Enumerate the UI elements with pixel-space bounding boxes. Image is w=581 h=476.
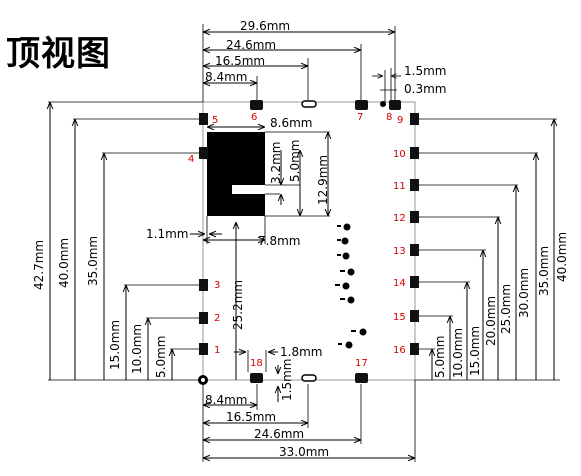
bottom-pads bbox=[198, 373, 368, 385]
dim-12-9: 12.9mm bbox=[316, 155, 330, 205]
dim-40-0-left: 40.0mm bbox=[57, 238, 71, 288]
pin-label-16: 16 bbox=[393, 345, 406, 356]
dim-15-0-left: 15.0mm bbox=[108, 320, 122, 370]
pad-13 bbox=[410, 244, 419, 256]
dim-1-8: 1.8mm bbox=[280, 345, 322, 359]
pad-5 bbox=[199, 113, 208, 125]
right-pads bbox=[410, 113, 419, 355]
pad-16 bbox=[410, 343, 419, 355]
pad-6 bbox=[250, 100, 263, 110]
dim-40-0-right: 40.0mm bbox=[555, 232, 569, 282]
pin-label-9: 9 bbox=[397, 115, 403, 126]
pad-1 bbox=[199, 343, 208, 355]
dim-8-4-top: 8.4mm bbox=[205, 70, 247, 84]
dim-29-6: 29.6mm bbox=[240, 19, 290, 33]
dim-7-8: 7.8mm bbox=[258, 234, 300, 248]
pin-label-14: 14 bbox=[393, 278, 406, 289]
pin-labels: 1 2 3 4 5 6 7 8 9 10 11 12 13 14 15 16 1… bbox=[188, 112, 406, 369]
pin-label-3: 3 bbox=[214, 280, 220, 291]
dim-25-2: 25.2mm bbox=[231, 280, 245, 330]
pin-label-13: 13 bbox=[393, 246, 406, 257]
dim-25-2-group: 25.2mm bbox=[231, 222, 245, 380]
pin-label-6: 6 bbox=[251, 112, 257, 123]
pad-9 bbox=[410, 113, 419, 125]
dim-1-5-top: 1.5mm bbox=[404, 64, 446, 78]
pin-label-17: 17 bbox=[355, 358, 368, 369]
pad-7 bbox=[355, 100, 368, 110]
onboard-components bbox=[335, 223, 367, 349]
left-dimensions: 42.7mm 40.0mm 35.0mm 15.0mm 10.0mm 5.0mm bbox=[32, 102, 172, 380]
dim-16-5-bottom: 16.5mm bbox=[226, 410, 276, 424]
dim-15-0-right: 15.0mm bbox=[468, 326, 482, 376]
pad-10 bbox=[410, 147, 419, 159]
top-pads bbox=[250, 100, 401, 110]
dim-5-0-right: 5.0mm bbox=[433, 336, 447, 378]
dim-1-1: 1.1mm bbox=[146, 227, 188, 241]
dim-1-5-bottom: 1.5mm bbox=[280, 359, 294, 401]
pad-4 bbox=[199, 147, 208, 159]
pad-11 bbox=[410, 179, 419, 191]
pad-12 bbox=[410, 211, 419, 223]
pin-label-4: 4 bbox=[188, 154, 194, 165]
dim-8-4-bottom: 8.4mm bbox=[205, 393, 247, 407]
dim-30-0-right: 30.0mm bbox=[517, 268, 531, 318]
top-dimensions: 29.6mm 24.6mm 16.5mm 8.4mm 1.5mm 0.3mm bbox=[202, 19, 446, 102]
pin-label-15: 15 bbox=[393, 312, 406, 323]
pin-label-5: 5 bbox=[212, 115, 218, 126]
dim-3-2: 3.2mm bbox=[269, 142, 283, 184]
pin-label-2: 2 bbox=[214, 313, 220, 324]
dim-5-0-left: 5.0mm bbox=[154, 336, 168, 378]
pad-3 bbox=[199, 279, 208, 291]
left-pads bbox=[199, 113, 208, 355]
page-title: 顶视图 bbox=[6, 34, 111, 74]
pin-label-1: 1 bbox=[214, 345, 220, 356]
pad-14 bbox=[410, 276, 419, 288]
pin-label-18: 18 bbox=[250, 358, 263, 369]
bottom-dimensions: 8.4mm 16.5mm 24.6mm 33.0mm 1.8mm 1.5mm bbox=[202, 345, 416, 462]
pad-8-dot bbox=[380, 101, 386, 107]
dim-10-0-left: 10.0mm bbox=[130, 324, 144, 374]
pin-label-11: 11 bbox=[393, 181, 406, 192]
dim-10-0-right: 10.0mm bbox=[451, 328, 465, 378]
dim-33-0: 33.0mm bbox=[279, 445, 329, 459]
pin-label-10: 10 bbox=[393, 149, 406, 160]
pad-18 bbox=[250, 373, 263, 383]
pad-slot-bottom bbox=[301, 374, 317, 382]
pad-2 bbox=[199, 312, 208, 324]
pin-label-7: 7 bbox=[357, 112, 363, 123]
dim-35-0-right: 35.0mm bbox=[537, 246, 551, 296]
pin-label-8: 8 bbox=[386, 112, 392, 123]
right-dimensions: 5.0mm 10.0mm 15.0mm 20.0mm 25.0mm 30.0mm… bbox=[432, 119, 569, 380]
dim-5-0-antenna: 5.0mm bbox=[288, 140, 302, 182]
pin-label-12: 12 bbox=[393, 213, 406, 224]
dim-0-3: 0.3mm bbox=[404, 82, 446, 96]
pad-8 bbox=[389, 100, 401, 110]
antenna-trace bbox=[207, 132, 265, 216]
dim-42-7: 42.7mm bbox=[32, 240, 46, 290]
pad-15 bbox=[410, 310, 419, 322]
dim-35-0-left: 35.0mm bbox=[86, 236, 100, 286]
dim-25-0-right: 25.0mm bbox=[499, 284, 513, 334]
dim-20-0-right: 20.0mm bbox=[484, 296, 498, 346]
pad-17 bbox=[355, 373, 368, 383]
dim-8-6: 8.6mm bbox=[270, 116, 312, 130]
dim-24-6-bottom: 24.6mm bbox=[254, 427, 304, 441]
dim-16-5-top: 16.5mm bbox=[215, 54, 265, 68]
dim-24-6-top: 24.6mm bbox=[226, 38, 276, 52]
antenna-dimensions: 8.6mm 3.2mm 5.0mm 12.9mm 1.1mm 7.8mm bbox=[146, 116, 330, 248]
pad-slot-top bbox=[301, 100, 317, 108]
